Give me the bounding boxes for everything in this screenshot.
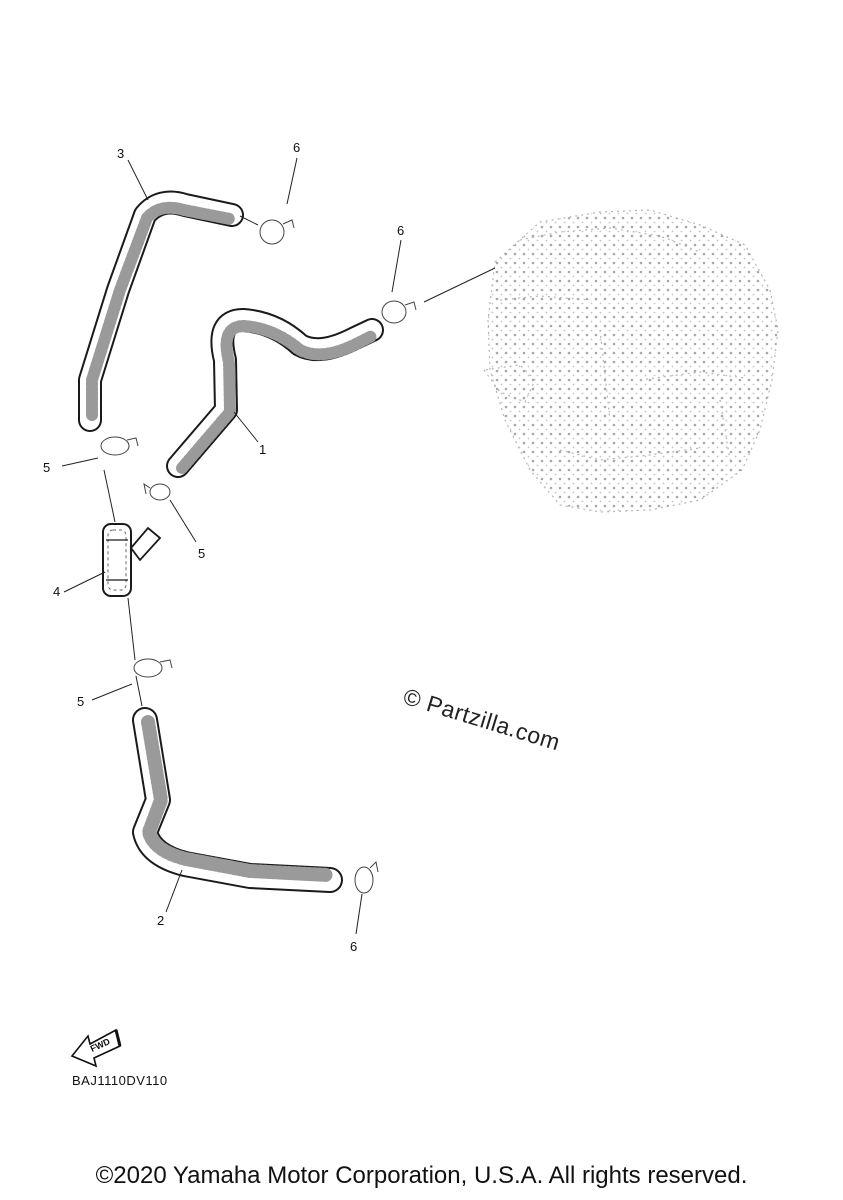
clamp-5-upper-right — [143, 482, 171, 501]
callout-6-mid: 6 — [397, 223, 404, 238]
clamp-5-upper-left — [100, 436, 139, 456]
assembly-lines — [103, 215, 496, 707]
callout-4: 4 — [53, 584, 60, 599]
hose-3 — [78, 190, 244, 432]
leader-lines — [61, 157, 402, 935]
callout-1: 1 — [259, 442, 266, 457]
clamp-6-top — [259, 219, 295, 245]
hose-2 — [132, 707, 343, 893]
diagram-code: BAJ1110DV110 — [72, 1073, 168, 1088]
clamp-6-bottom — [354, 860, 379, 894]
hose-1 — [166, 308, 384, 478]
fwd-arrow-icon: FWD — [70, 1028, 122, 1068]
clamp-6-mid — [381, 300, 417, 324]
callout-5-lower: 5 — [77, 694, 84, 709]
callout-2: 2 — [157, 913, 164, 928]
engine-ghost — [482, 209, 779, 513]
joint-4 — [102, 523, 162, 597]
callout-3: 3 — [117, 146, 124, 161]
callout-6-top: 6 — [293, 140, 300, 155]
clamp-5-lower — [133, 658, 173, 678]
callout-6-bottom: 6 — [350, 939, 357, 954]
callout-5-upper-left: 5 — [43, 460, 50, 475]
callout-5-upper-right: 5 — [198, 546, 205, 561]
copyright-notice: ©2020 Yamaha Motor Corporation, U.S.A. A… — [95, 1162, 748, 1189]
